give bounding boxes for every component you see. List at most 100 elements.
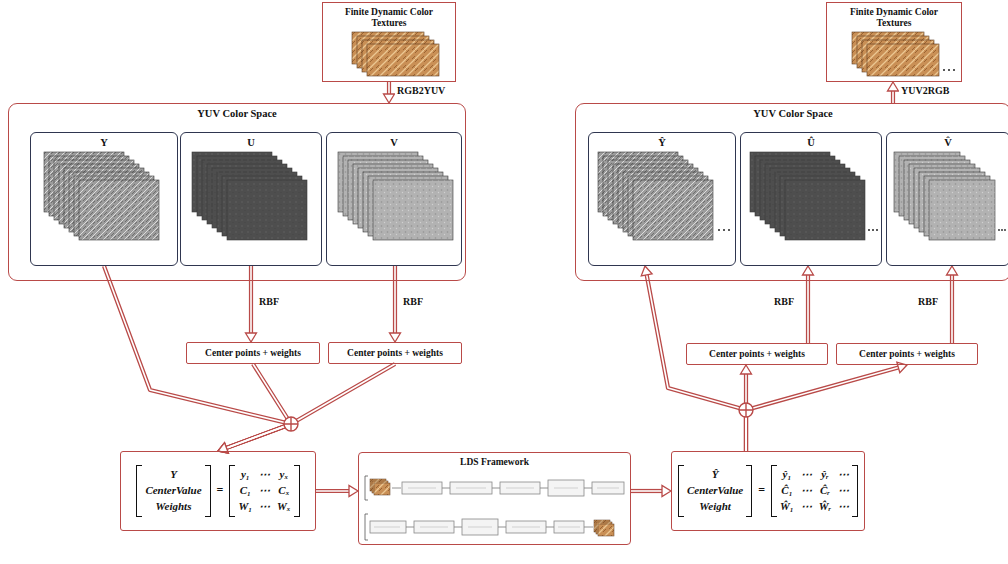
matrix-equation: YCenterValueWeights=y₁⋯yₓC₁⋯CₓW₁⋯Wₓ — [136, 465, 299, 517]
texture-box: Finite Dynamic Color Textures — [826, 2, 962, 82]
texture-stack — [338, 152, 453, 240]
box-title: YUV Color Space — [17, 108, 457, 120]
double-arrow — [891, 91, 895, 103]
matrix-entry: ⋯ — [801, 499, 812, 515]
edge-label: RGB2YUV — [395, 85, 447, 97]
matrix-entry: yₓ — [277, 467, 291, 483]
box-title: V̂ — [895, 137, 1001, 149]
texture-stack — [352, 32, 439, 76]
text-block: Finite Dynamic Color Textures — [323, 3, 455, 29]
framework-box: LDS Framework — [358, 452, 631, 545]
matrix-entry: Ŵ₁ — [780, 499, 794, 515]
bracket-column: ŶCenterValueWeight — [678, 465, 752, 517]
double-arrow — [249, 266, 253, 333]
text-block: YUV Color Space — [576, 104, 1008, 120]
double-arrow-core — [250, 266, 252, 333]
box-title: LDS Framework — [367, 457, 622, 468]
matrix-entry: Ŵᵣ — [819, 499, 831, 515]
double-arrow-core — [746, 367, 898, 451]
double-arrow-core — [807, 275, 809, 343]
box-title: Finite Dynamic Color Textures — [331, 7, 447, 29]
edge-label: RBF — [401, 296, 425, 308]
equals-sign: = — [217, 484, 224, 498]
double-arrow — [631, 489, 662, 493]
arrowhead — [384, 94, 395, 103]
texture-stack — [44, 152, 159, 240]
arrowhead — [741, 365, 752, 374]
box-title: YUV Color Space — [584, 108, 1002, 120]
edge-label: RBF — [257, 296, 281, 308]
text-block: Finite Dynamic Color Textures — [827, 3, 961, 29]
matrix-entry: ŷᵣ — [819, 467, 831, 483]
matrix-entry: y₁ — [238, 467, 252, 483]
double-arrow — [393, 266, 397, 333]
matrix-entry: CenterValue — [687, 483, 743, 499]
texture-stack — [598, 152, 713, 240]
ellipsis-dots — [718, 69, 1006, 231]
text-block: Center points + weights — [859, 349, 955, 360]
double-arrow-core — [951, 275, 953, 343]
edge-label: YUV2RGB — [899, 85, 951, 97]
arrowhead — [897, 362, 907, 373]
text-block: Center points + weights — [709, 349, 805, 360]
box-title: Center points + weights — [347, 348, 443, 359]
channel-box: Y — [30, 132, 178, 266]
double-arrow — [316, 489, 349, 493]
matrix-entry: ⋯ — [259, 483, 270, 499]
double-arrow — [387, 82, 391, 94]
channel-box: Ŷ — [588, 132, 736, 266]
arrowhead — [641, 266, 652, 276]
box-title: Ŷ — [597, 137, 727, 149]
double-arrow-core — [226, 364, 395, 448]
matrix-entry: C₁ — [238, 483, 252, 499]
double-arrow — [806, 275, 810, 343]
matrix-entry: Weight — [687, 499, 743, 515]
matrix-entry: W₁ — [238, 499, 252, 515]
texture-stack — [192, 152, 307, 240]
sum-symbol — [284, 417, 298, 431]
text-block: V — [327, 133, 461, 149]
texture-stack — [894, 152, 995, 240]
texture-box: Finite Dynamic Color Textures — [322, 2, 456, 82]
box-title: Center points + weights — [859, 349, 955, 360]
box-title: V — [335, 137, 453, 149]
sum-symbol — [739, 403, 753, 417]
matrix-entry: ⋯ — [838, 483, 849, 499]
double-arrow — [950, 275, 954, 343]
matrix-entry: ⋯ — [838, 467, 849, 483]
arrowhead — [947, 266, 958, 275]
matrix-entry: ŷ₁ — [780, 467, 794, 483]
text-block: YUV Color Space — [9, 104, 465, 120]
matrix-box: ŶCenterValueWeight=ŷ₁⋯ŷᵣ⋯Ĉ₁⋯Ĉᵣ⋯Ŵ₁⋯Ŵᵣ⋯ — [671, 451, 865, 531]
arrowhead — [390, 333, 401, 342]
matrix-entry: Weights — [145, 499, 201, 515]
channel-box: U — [180, 132, 322, 266]
channel-box: Û — [740, 132, 882, 266]
box-title: Finite Dynamic Color Textures — [835, 7, 953, 29]
matrix-entry: Wₓ — [277, 499, 291, 515]
arrowhead — [803, 266, 814, 275]
matrix-entry: Ĉᵣ — [819, 483, 831, 499]
rbf-box: Center points + weights — [186, 342, 320, 364]
matrix-box: YCenterValueWeights=y₁⋯yₓC₁⋯CₓW₁⋯Wₓ — [120, 451, 316, 531]
lds-schematic — [365, 476, 624, 540]
texture-stack — [750, 152, 865, 240]
double-arrow-core — [647, 275, 746, 451]
double-arrow — [226, 364, 395, 448]
matrix-entry: Ĉ₁ — [780, 483, 794, 499]
box-title: Û — [749, 137, 873, 149]
color-space-panel: YUV Color SpaceYU V — [8, 103, 466, 281]
double-arrow — [647, 275, 746, 451]
arrowhead — [888, 82, 899, 91]
edge-label: RBF — [916, 296, 940, 308]
bracket-matrix: ŷ₁⋯ŷᵣ⋯Ĉ₁⋯Ĉᵣ⋯Ŵ₁⋯Ŵᵣ⋯ — [771, 465, 858, 517]
text-block: U — [181, 133, 321, 149]
matrix-entry: CenterValue — [145, 483, 201, 499]
matrix-entry: ⋯ — [838, 499, 849, 515]
text-block: V̂ — [887, 133, 1008, 149]
text-block: Center points + weights — [205, 348, 301, 359]
matrix-entry: ⋯ — [801, 483, 812, 499]
